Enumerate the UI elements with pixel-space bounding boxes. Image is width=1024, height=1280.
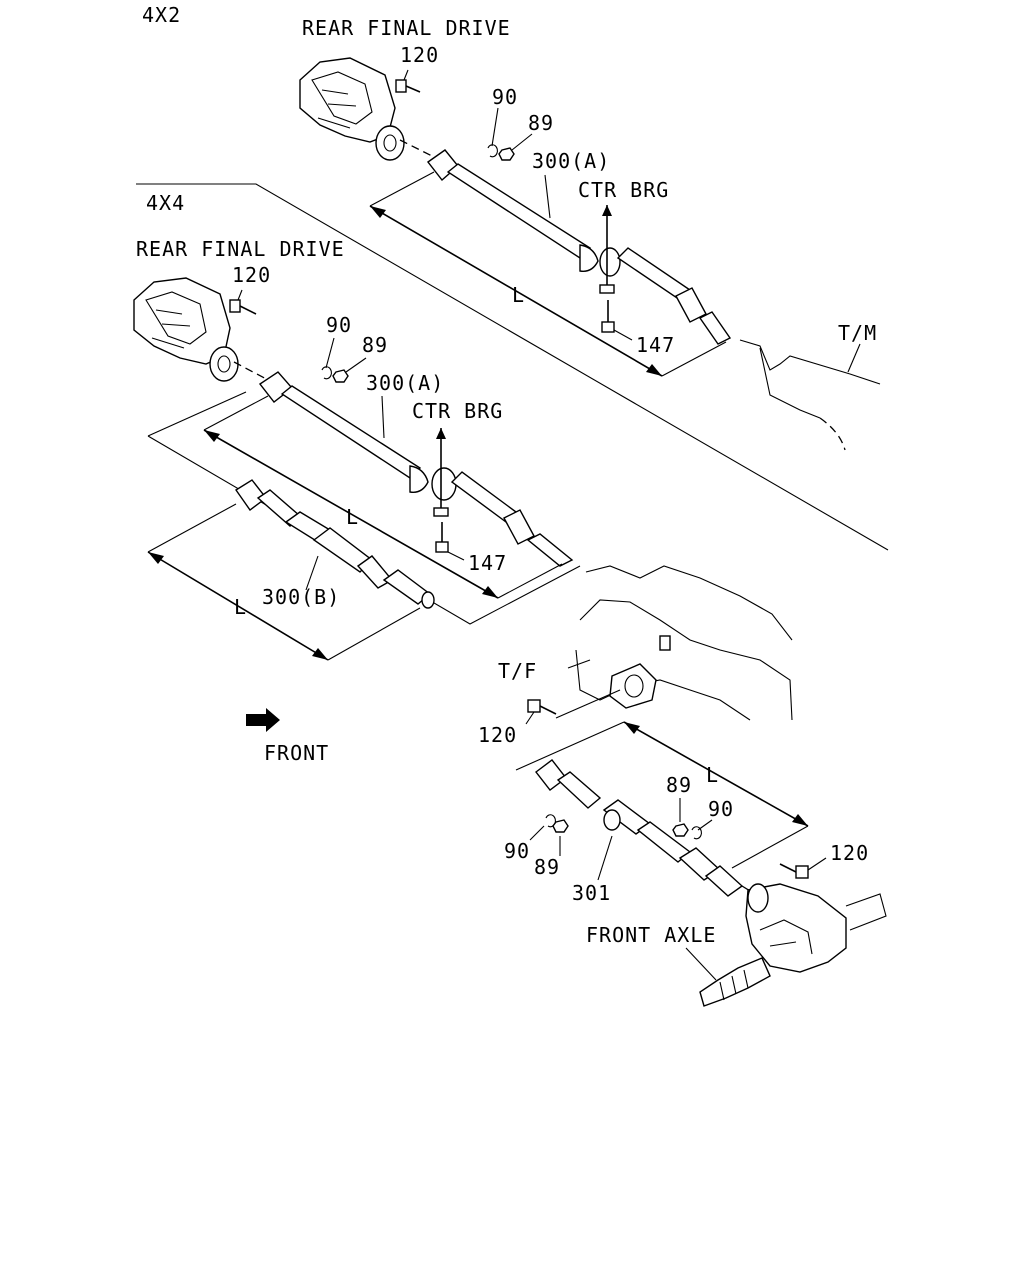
rear-final-drive-label-4x2: REAR FINAL DRIVE bbox=[302, 16, 511, 40]
bolt-147-4x2 bbox=[601, 300, 633, 341]
nut-89-label-4x2: 89 bbox=[528, 111, 554, 135]
front-axle-housing bbox=[685, 883, 887, 1007]
shaft-300a-label-4x4: 300(A) bbox=[366, 371, 444, 395]
front-direction-label: FRONT bbox=[264, 741, 329, 765]
front-nut-89-left-label: 89 bbox=[534, 855, 560, 879]
front-propeller-shaft-301 bbox=[535, 759, 744, 897]
flange-alignment-line-4x4 bbox=[233, 361, 273, 383]
rear-final-drive-label-4x4: REAR FINAL DRIVE bbox=[136, 237, 345, 261]
washer-90-label-4x4: 90 bbox=[326, 313, 352, 337]
front-washer-90-left-label: 90 bbox=[504, 839, 530, 863]
flange-alignment-line-4x2 bbox=[399, 139, 441, 161]
rear-final-drive-housing-4x2 bbox=[299, 57, 405, 161]
ctr-brg-label-4x4: CTR BRG bbox=[412, 399, 503, 423]
section-title-4x2: 4X2 bbox=[142, 3, 181, 27]
length-l-label-4x4-a: L bbox=[346, 505, 359, 529]
tf-bolt-120 bbox=[525, 699, 557, 725]
shaft-300a-label-4x2: 300(A) bbox=[532, 149, 610, 173]
front-washer-nut-left bbox=[529, 814, 569, 856]
bolt-120-4x2 bbox=[395, 69, 421, 93]
front-axle-label: FRONT AXLE bbox=[586, 923, 716, 947]
rear-final-drive-housing-4x4 bbox=[133, 277, 239, 382]
front-arrow-icon bbox=[246, 708, 280, 732]
washer-nut-4x2 bbox=[487, 107, 533, 161]
transfer-case-outline bbox=[567, 565, 793, 721]
axle-bolt-120-label: 120 bbox=[830, 841, 869, 865]
bolt-147-label-4x2: 147 bbox=[636, 333, 675, 357]
center-bearing-pointer-4x4 bbox=[433, 428, 449, 517]
length-dimension-4x2 bbox=[369, 171, 727, 377]
propeller-shaft-300b bbox=[235, 479, 435, 609]
washer-nut-4x4 bbox=[321, 337, 367, 383]
bolt-120-label-4x2: 120 bbox=[400, 43, 439, 67]
front-shaft-301-label: 301 bbox=[572, 881, 611, 905]
overall-bracket-top bbox=[147, 391, 247, 437]
transfer-label: T/F bbox=[498, 659, 537, 683]
tf-bolt-leader bbox=[555, 689, 621, 719]
transmission-label: T/M bbox=[838, 321, 877, 345]
section-divider bbox=[136, 183, 889, 551]
nut-89-label-4x4: 89 bbox=[362, 333, 388, 357]
length-l-label-front: L bbox=[706, 763, 719, 787]
center-bearing-pointer-4x2 bbox=[599, 205, 615, 294]
bolt-120-4x4 bbox=[229, 289, 257, 315]
length-l-label-4x2: L bbox=[512, 283, 525, 307]
bolt-147-label-4x4: 147 bbox=[468, 551, 507, 575]
axle-bolt-120 bbox=[779, 857, 827, 879]
length-dimension-4x4-a bbox=[203, 395, 563, 599]
bolt-120-label-4x4: 120 bbox=[232, 263, 271, 287]
ctr-brg-label-4x2: CTR BRG bbox=[578, 178, 669, 202]
shaft-300b-label: 300(B) bbox=[262, 585, 340, 609]
section-title-4x4: 4X4 bbox=[146, 191, 185, 215]
front-shaft-301-leader bbox=[597, 835, 613, 881]
transmission-outline bbox=[739, 339, 881, 451]
propeller-shaft-300a-4x2 bbox=[426, 149, 732, 345]
length-dimension-300b bbox=[147, 503, 421, 661]
propeller-shaft-300a-4x4 bbox=[258, 371, 574, 567]
front-washer-nut-right bbox=[672, 798, 713, 840]
front-washer-90-right-label: 90 bbox=[708, 797, 734, 821]
washer-90-label-4x2: 90 bbox=[492, 85, 518, 109]
tf-bolt-120-label: 120 bbox=[478, 723, 517, 747]
front-nut-89-right-label: 89 bbox=[666, 773, 692, 797]
length-dimension-front bbox=[515, 721, 809, 869]
bolt-147-4x4 bbox=[435, 522, 465, 561]
